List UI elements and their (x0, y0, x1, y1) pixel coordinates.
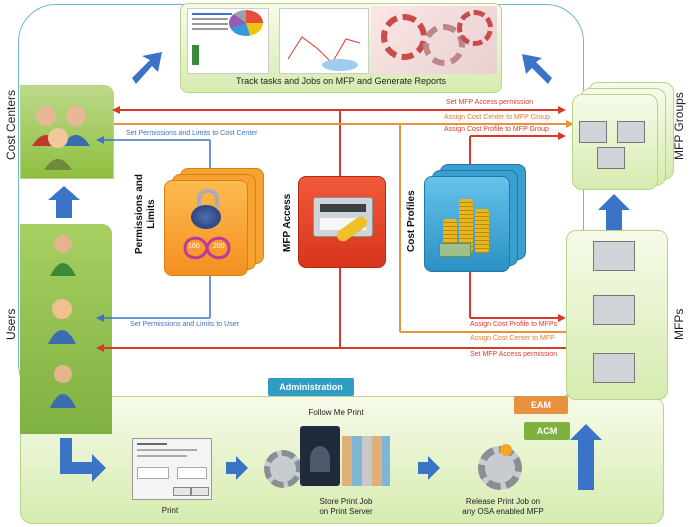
permissions-label: Permissions and Limits (134, 173, 157, 255)
arrow-print-to-store (226, 456, 248, 480)
report-line-thumbnail (279, 8, 369, 74)
flow-label-set-perm-cc: Set Permissions and Limits to Cost Cente… (126, 130, 258, 137)
user-icon-3 (48, 362, 78, 415)
flow-label-assign-cc-mfp: Assign Cost Center to MFP (470, 335, 555, 342)
arrow-to-reports-left (132, 52, 162, 84)
acm-tag: ACM (524, 422, 570, 440)
user-icon-2 (46, 296, 78, 351)
mfp-groups-label: MFP Groups (672, 92, 686, 160)
cost-centers-panel (20, 85, 114, 179)
cost-profiles-box (424, 176, 510, 272)
user-icon-1 (48, 232, 78, 283)
printer-icon (593, 353, 635, 383)
line-chart-icon (287, 36, 361, 71)
store-caption-line2: on Print Server (319, 507, 373, 516)
arrow-mfps-to-groups (598, 194, 630, 230)
print-server-icon (300, 426, 392, 492)
eam-tag: EAM (514, 396, 568, 414)
flow-label-assign-cc-group: Assign Cost Center to MFP Group (444, 114, 551, 121)
store-caption-line1: Store Print Job (319, 497, 373, 506)
gears-photo-thumbnail (371, 6, 497, 74)
flow-label-assign-cp-mfp: Assign Cost Profile to MFPs (470, 321, 558, 328)
permissions-box: 100 200 (164, 180, 248, 276)
gauge-right-value: 200 (213, 243, 225, 250)
release-caption-line2: any OSA enabled MFP (462, 507, 544, 516)
flow-label-set-mfp-access-bottom: Set MFP Access permission (470, 351, 558, 358)
gear-icon (478, 446, 522, 490)
printer-icon (579, 121, 607, 143)
printer-icon (617, 121, 645, 143)
arrow-store-to-release (418, 456, 440, 480)
cost-centers-people-icon (28, 98, 98, 177)
printer-icon (597, 147, 625, 169)
gear-icon (264, 450, 302, 488)
flow-label-set-mfp-access-top: Set MFP Access permission (446, 99, 534, 106)
administration-tag: Administration (268, 378, 354, 396)
cost-profiles-label: Cost Profiles (406, 190, 417, 252)
coins-icon (439, 191, 499, 259)
follow-me-print-title: Follow Me Print (308, 408, 364, 417)
arrow-users-to-cost-centers (48, 186, 80, 218)
release-caption-line1: Release Print Job on (465, 497, 541, 506)
reports-panel: Track tasks and Jobs on MFP and Generate… (180, 3, 502, 93)
gauge-left-value: 100 (188, 243, 200, 250)
mfps-label: MFPs (672, 308, 686, 340)
arrow-to-reports-right (522, 54, 552, 84)
printer-icon (593, 295, 635, 325)
spark-icon (500, 444, 512, 456)
flow-label-set-perm-user: Set Permissions and Limits to User (130, 321, 239, 328)
arrow-users-to-print (60, 438, 106, 482)
padlock-icon (189, 189, 223, 229)
mfps-panel (566, 230, 668, 400)
report-table-thumbnail (187, 8, 269, 74)
arrow-release-to-mfps (570, 424, 602, 490)
report-pie-thumbnail (229, 10, 263, 36)
mfp-access-box (298, 176, 386, 268)
print-caption: Print (161, 506, 179, 515)
infinity-gauge-icon: 100 200 (179, 233, 235, 263)
print-dialog-thumbnail (132, 438, 212, 500)
printer-icon (593, 241, 635, 271)
mfp-access-label: MFP Access (282, 193, 293, 252)
reports-caption: Track tasks and Jobs on MFP and Generate… (235, 76, 447, 86)
mfp-groups-panel (572, 94, 658, 190)
flow-label-assign-cp-group: Assign Cost Profile to MFP Group (444, 126, 549, 133)
